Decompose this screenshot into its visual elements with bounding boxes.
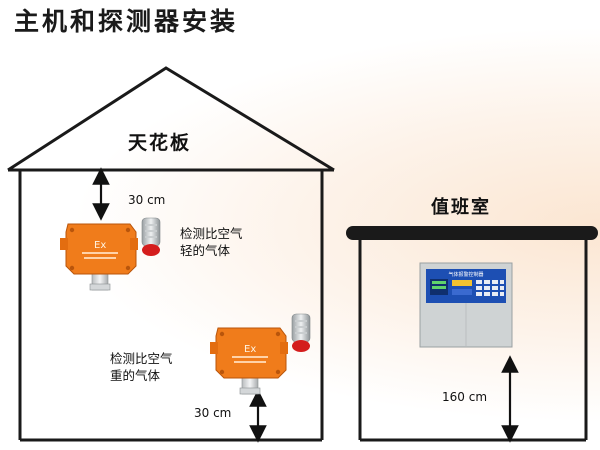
- duty-room-label: 值班室: [431, 197, 491, 218]
- controller-height-label: 160 cm: [442, 390, 488, 404]
- house-outline: [7, 66, 335, 442]
- detector-light-gas: Ex: [60, 223, 138, 291]
- duty-room-roof: [346, 226, 598, 240]
- controller-display: [452, 280, 472, 286]
- detector-badge: Ex: [244, 344, 256, 355]
- alarm-light-2: [291, 313, 311, 352]
- ceiling-label: 天花板: [128, 132, 192, 154]
- detector-heavy-gas: Ex: [210, 327, 288, 395]
- page-title: 主机和探测器安装: [14, 7, 239, 36]
- detector-badge: Ex: [94, 240, 106, 251]
- roof: [7, 66, 335, 172]
- light-gas-note: 检测比空气 轻的气体: [180, 225, 280, 259]
- controller-panel-title: 气体报警控制器: [448, 271, 483, 278]
- alarm-light-1: [141, 217, 161, 256]
- light-gas-note-line1: 检测比空气: [180, 226, 243, 241]
- heavy-gas-note-line2: 重的气体: [110, 368, 161, 383]
- heavy-gas-note: 检测比空气 重的气体: [110, 350, 210, 384]
- light-gas-note-line2: 轻的气体: [180, 243, 231, 258]
- duty-room-outline: [346, 226, 598, 442]
- floor-distance-label: 30 cm: [194, 406, 232, 420]
- heavy-gas-note-line1: 检测比空气: [110, 351, 173, 366]
- ceiling-distance-label: 30 cm: [128, 193, 166, 207]
- gas-alarm-controller: 气体报警控制器: [419, 262, 513, 348]
